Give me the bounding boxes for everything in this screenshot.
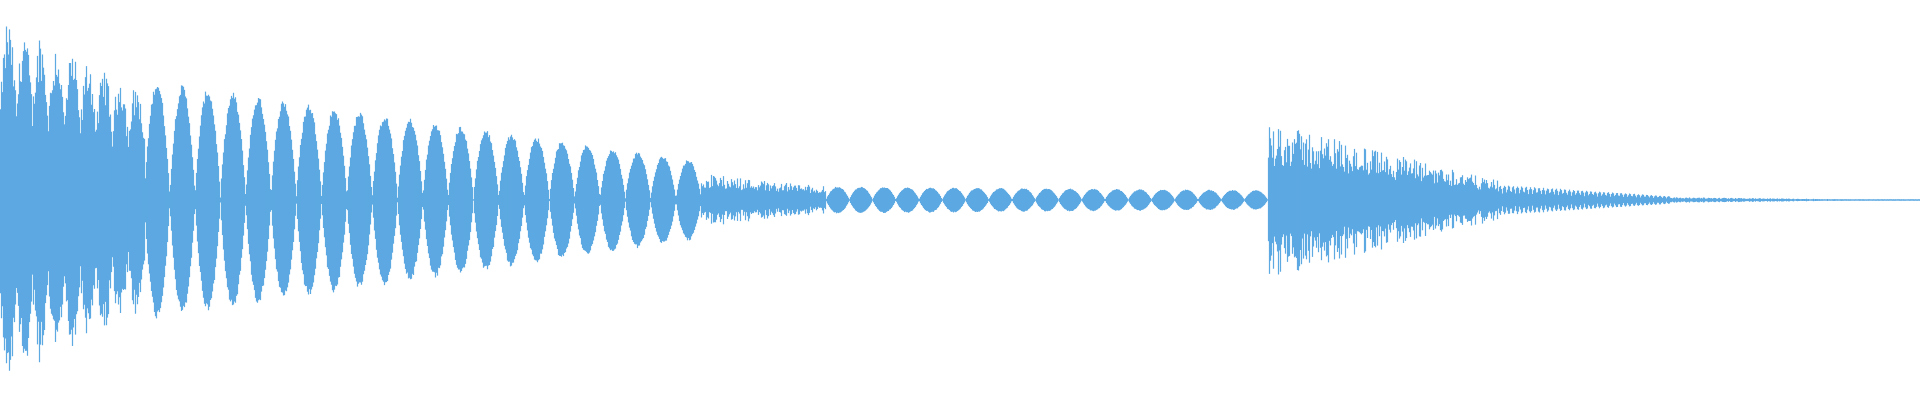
waveform-samples: [0, 26, 1920, 371]
